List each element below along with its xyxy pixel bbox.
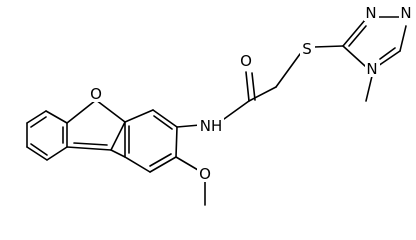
carbonyl-oxygen-label: O [240, 52, 252, 70]
bond [46, 146, 68, 161]
bond [153, 115, 173, 130]
bond [73, 142, 108, 146]
bond [342, 45, 366, 67]
bond [176, 124, 201, 128]
bond [152, 109, 178, 128]
methyl-nitrogen-label: N [366, 60, 377, 78]
sulfur-label: S [302, 40, 312, 58]
bond [399, 25, 407, 52]
bond [175, 156, 199, 171]
bond [124, 156, 151, 173]
bond [26, 146, 48, 161]
bond [379, 47, 396, 60]
bond [251, 72, 256, 101]
furan-oxygen-label: O [90, 85, 102, 103]
bond [223, 100, 250, 120]
bond [30, 116, 47, 128]
bond [110, 149, 126, 158]
bond [342, 19, 366, 47]
bond [30, 143, 48, 156]
bond [248, 86, 277, 102]
bonds [26, 16, 407, 206]
bond [149, 153, 172, 167]
bond [245, 71, 250, 102]
atom-labels: O NH O S N N N O [88, 4, 414, 183]
bond [377, 50, 401, 67]
bond [275, 53, 301, 88]
bond [66, 146, 112, 151]
bond [348, 25, 367, 47]
structure-diagram: O NH O S N N N O [26, 4, 414, 206]
amide-nitrogen-label: NH [200, 117, 223, 135]
bond [365, 75, 373, 102]
bond [26, 110, 47, 124]
triazole-nitrogen-label: N [400, 4, 411, 22]
bond [313, 45, 344, 48]
bond [45, 110, 68, 124]
bond [95, 99, 126, 123]
methoxy-oxygen-label: O [199, 165, 211, 183]
bond [149, 156, 177, 173]
bond [110, 121, 126, 151]
triazole-nitrogen-label: N [365, 4, 376, 22]
bond [124, 109, 154, 123]
molecule-drawing: O NH O S N N N O [26, 4, 414, 206]
bond [175, 126, 178, 158]
bond [66, 99, 97, 124]
